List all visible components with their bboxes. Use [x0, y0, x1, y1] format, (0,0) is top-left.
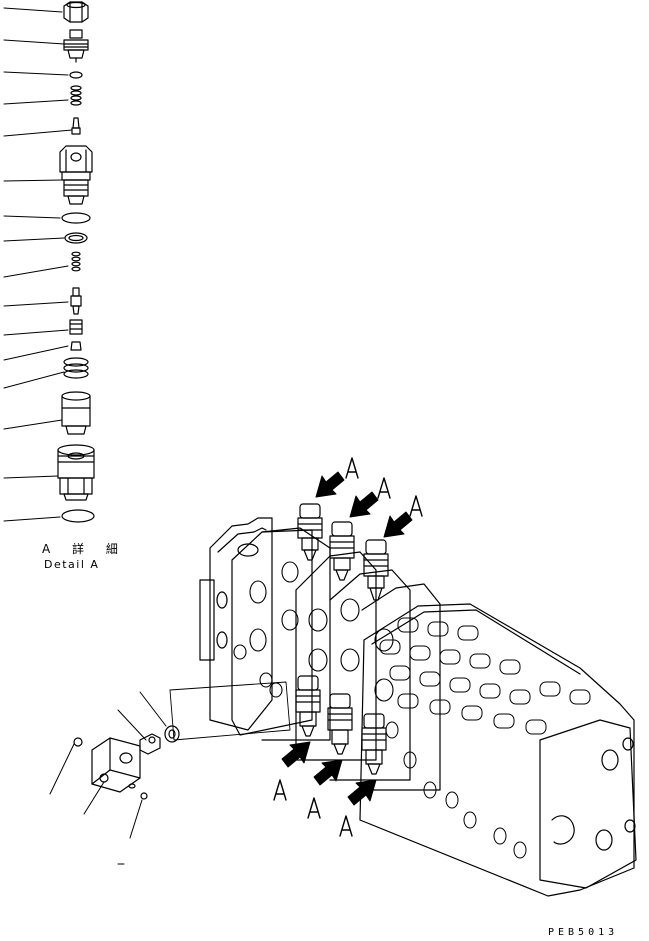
small-bolt-part [73, 737, 83, 747]
top-relief-valve-1 [297, 503, 323, 561]
view-arrows [281, 471, 413, 806]
spring-part-3 [63, 357, 89, 379]
spring-part-2 [71, 251, 81, 272]
assembly-guide-lines [169, 681, 291, 741]
washer-part [164, 725, 180, 743]
hex-nut-part [63, 1, 89, 23]
small-o-ring-part [69, 71, 83, 79]
arrow-top-2 [349, 491, 379, 518]
valve-body-part [59, 145, 93, 205]
piston-part [70, 287, 82, 315]
main-poppet-part [61, 391, 91, 435]
backup-ring-part [64, 232, 88, 244]
top-relief-valves [297, 503, 389, 601]
side-relief-valves [295, 675, 387, 775]
end-section [199, 517, 273, 731]
sleeve-part [69, 319, 83, 335]
side-relief-valve-1 [295, 675, 321, 737]
detail-label-jp: A 詳 細 [42, 542, 127, 556]
flange-block-part [91, 737, 141, 793]
detail-a-parts [3, 1, 95, 523]
arrow-top-1 [315, 471, 345, 498]
adapter-part [139, 733, 161, 755]
flange-fitting-parts [49, 691, 180, 865]
small-plug-part [70, 341, 82, 351]
arrow-top-3 [383, 511, 413, 538]
leader-lines [3, 7, 73, 522]
poppet-part [71, 117, 81, 135]
large-o-ring-part [61, 212, 91, 224]
bottom-o-ring-part [61, 509, 95, 523]
main-valve-body [359, 603, 637, 897]
adjusting-screw-part [63, 29, 89, 63]
side-relief-valve-2 [327, 693, 353, 755]
main-housing-part [57, 444, 95, 501]
small-screw-part [140, 792, 148, 800]
top-relief-valve-3 [363, 539, 389, 601]
drawing-code: PEB5013 [548, 927, 619, 938]
detail-label-en: Detail A [44, 558, 100, 571]
top-relief-valve-2 [329, 521, 355, 581]
valve-sections [231, 527, 441, 791]
arrow-bottom-3 [347, 779, 377, 806]
side-relief-valve-3 [361, 713, 387, 775]
spring-part-1 [70, 85, 82, 106]
view-letters [273, 457, 423, 837]
control-valve-assembly [169, 503, 637, 897]
arrow-bottom-1 [281, 741, 311, 768]
arrow-bottom-2 [313, 759, 343, 786]
